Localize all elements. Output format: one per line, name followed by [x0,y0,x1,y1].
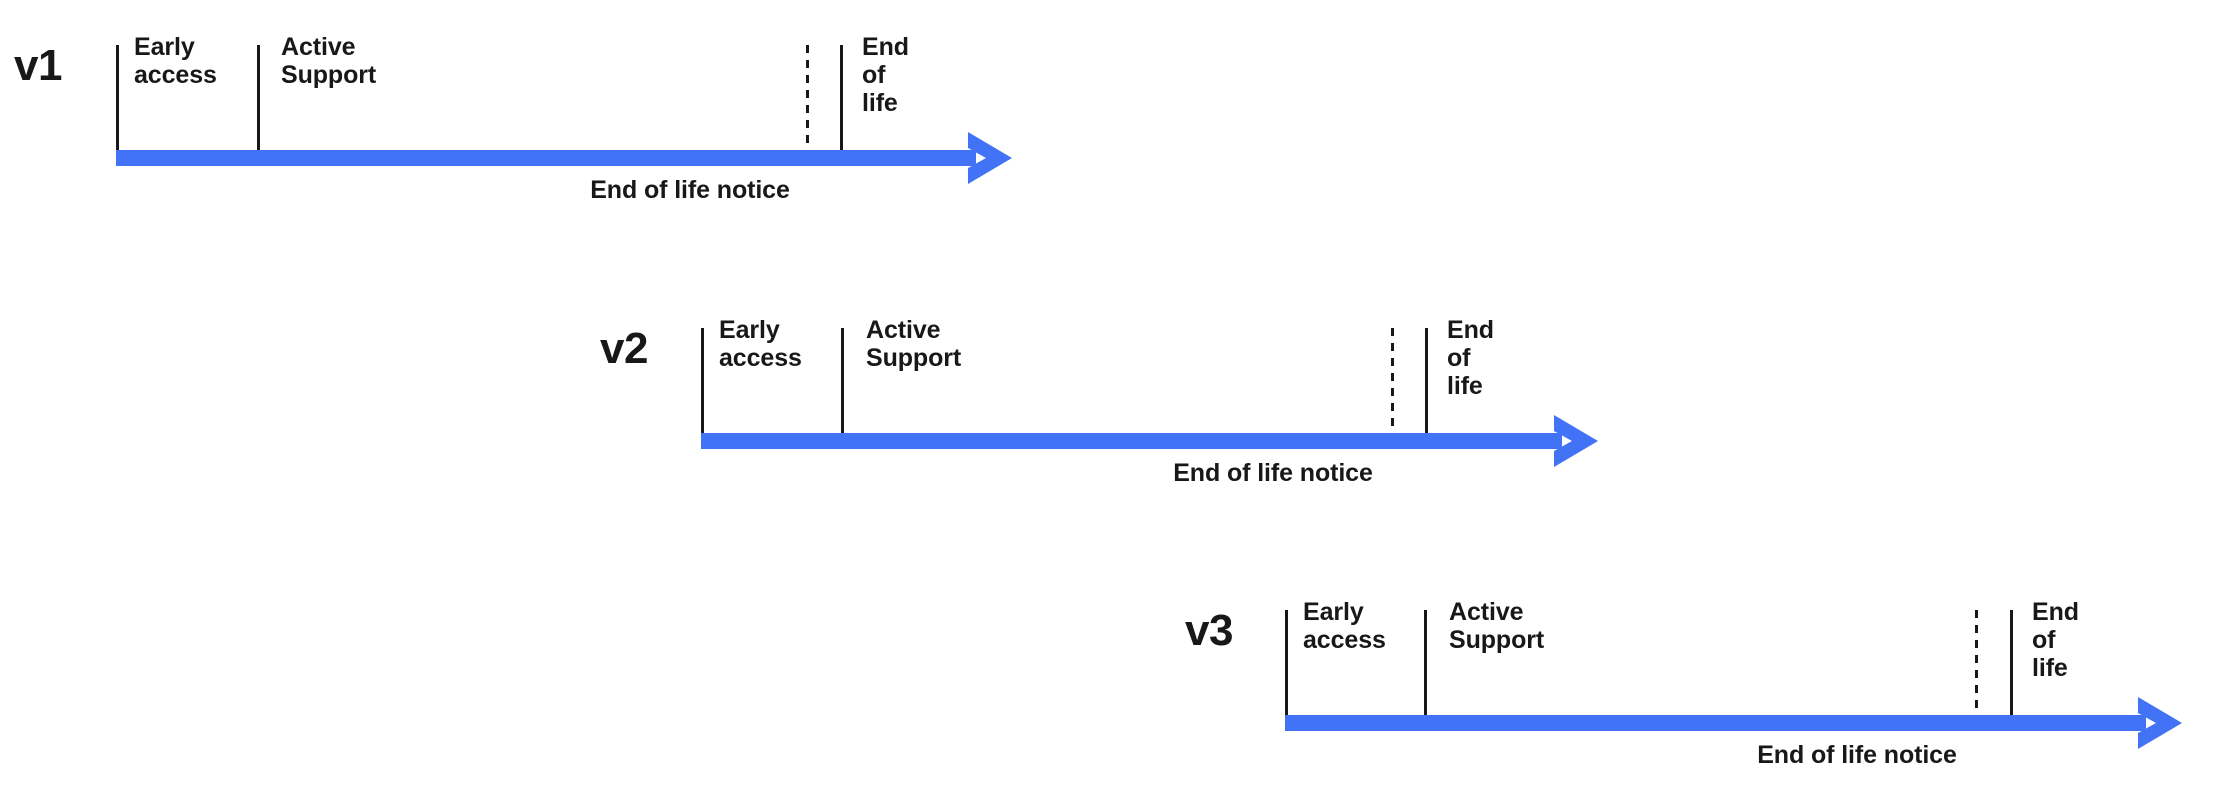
notice-label-v3: End of life notice [1757,741,1957,769]
phase-label-end-of-life-v3: End of life [2032,598,2079,682]
divider-end-of-life-notice-v1 [806,45,809,150]
divider-end-of-life-notice-v3 [1975,610,1978,715]
lifecycle-arrow-shaft-v1 [116,150,976,166]
phase-label-active-support-v1: Active Support [281,33,377,89]
phase-label-early-access-v2: Early access [719,316,802,372]
phase-label-active-support-v2: Active Support [866,316,962,372]
phase-label-end-of-life-v2: End of life [1447,316,1494,400]
divider-end-of-life-start-v1 [840,45,843,150]
divider-early-access-start-v2 [701,328,704,433]
lifecycle-arrow-head-v2 [1554,415,1598,467]
notice-label-v2: End of life notice [1173,459,1373,487]
divider-early-access-start-v3 [1285,610,1288,715]
lifecycle-arrow-head-v3 [2138,697,2182,749]
phase-label-early-access-v1: Early access [134,33,217,89]
phase-label-active-support-v3: Active Support [1449,598,1545,654]
notice-label-v1: End of life notice [590,176,790,204]
divider-active-support-start-v1 [257,45,260,150]
divider-active-support-start-v3 [1424,610,1427,715]
version-label-v1: v1 [14,41,62,90]
lifecycle-arrow-shaft-v2 [701,433,1562,449]
lifecycle-arrow-shaft-v3 [1285,715,2146,731]
version-label-v2: v2 [600,324,648,373]
lifecycle-arrow-head-v1 [968,132,1012,184]
divider-end-of-life-notice-v2 [1391,328,1394,433]
phase-label-end-of-life-v1: End of life [862,33,909,117]
version-label-v3: v3 [1185,606,1233,655]
divider-end-of-life-start-v2 [1425,328,1428,433]
divider-end-of-life-start-v3 [2010,610,2013,715]
phase-label-early-access-v3: Early access [1303,598,1386,654]
divider-active-support-start-v2 [841,328,844,433]
divider-early-access-start-v1 [116,45,119,150]
